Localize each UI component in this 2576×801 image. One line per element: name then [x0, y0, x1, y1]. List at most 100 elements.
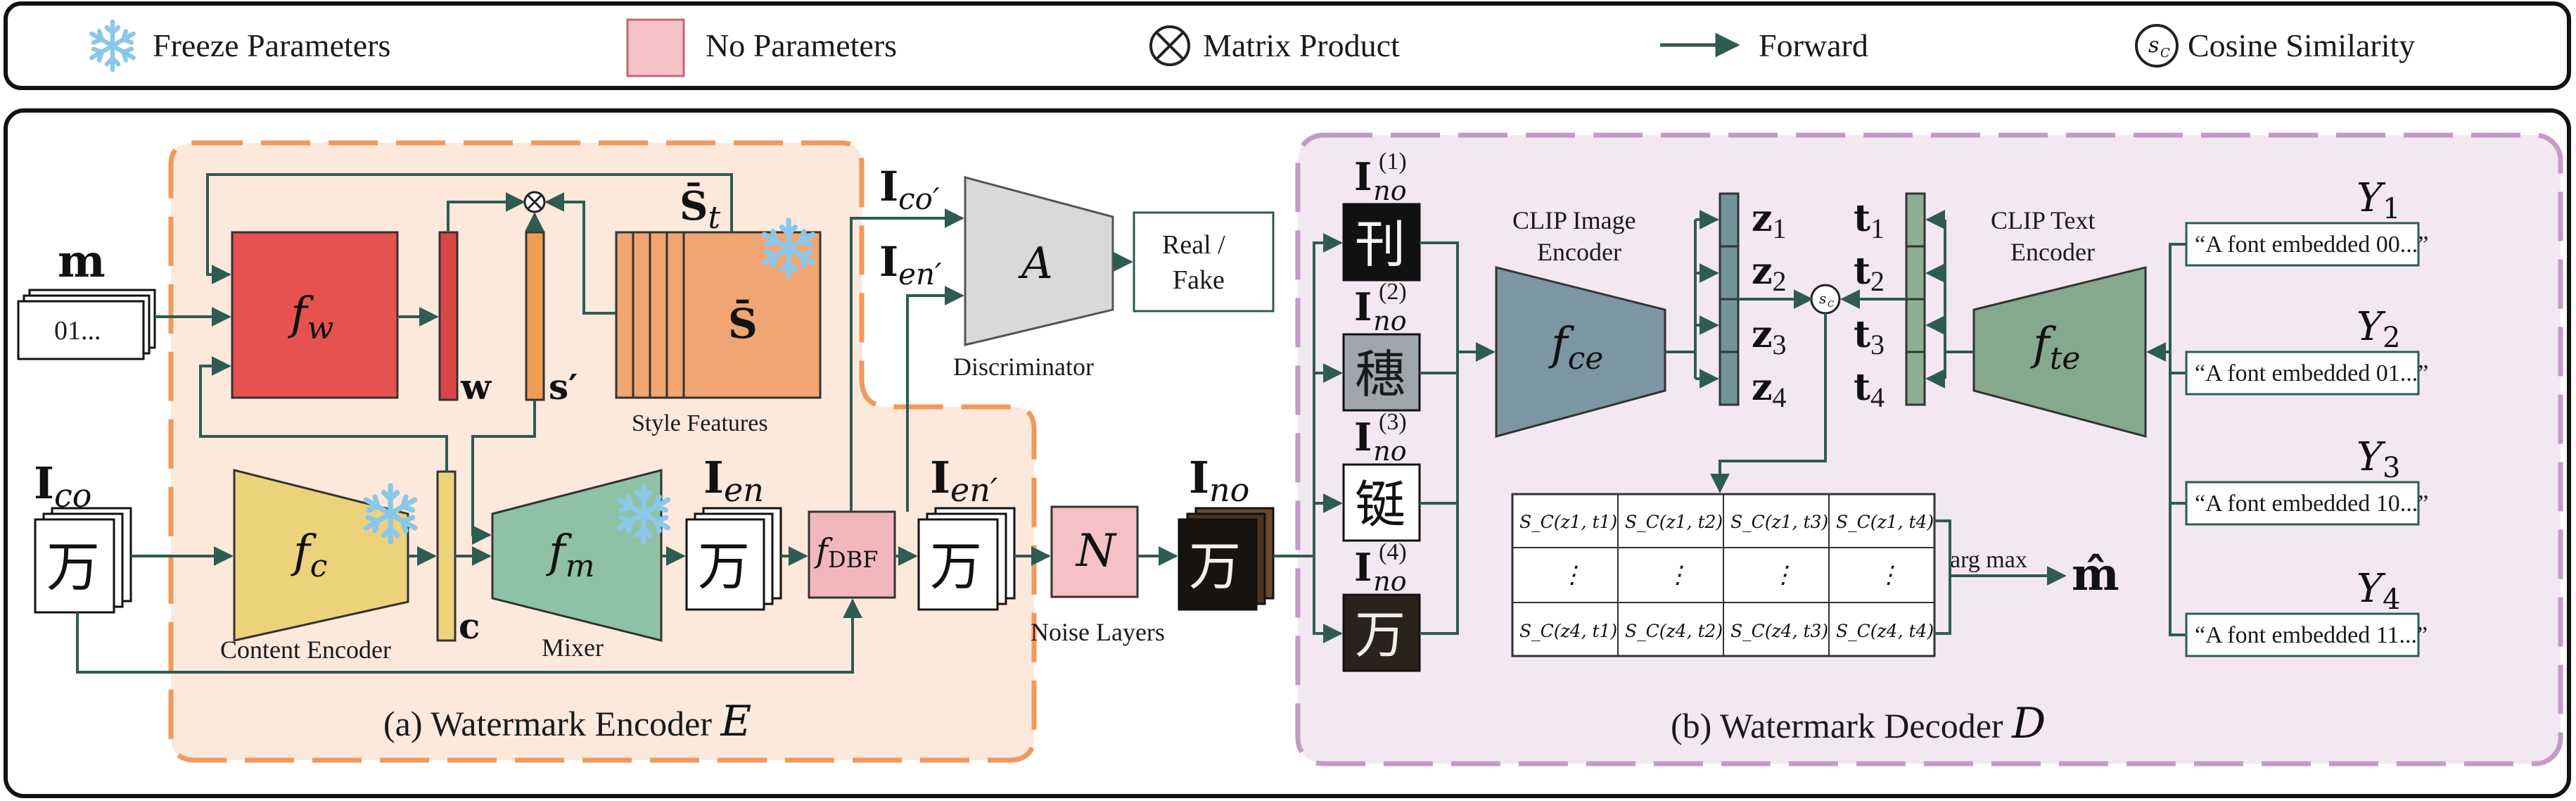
dec-in1-glyph: 刊 — [1355, 215, 1405, 274]
decoder-title: (b) Watermark Decoder D — [1671, 699, 2046, 748]
z4-label: z4 — [1752, 366, 1787, 413]
matrix-cells: S_C(z1, t1) S_C(z1, t2) S_C(z1, t3) S_C(… — [1519, 512, 1934, 641]
matrix-cell: S_C(z4, t3) — [1730, 621, 1828, 641]
fw-block — [231, 231, 399, 399]
m-label: m — [58, 235, 106, 288]
Ien-label: Ien — [703, 452, 764, 509]
encoder-title: (a) Watermark Encoder E — [383, 697, 751, 746]
Y4-label: Y4 — [2357, 566, 2400, 616]
t-bar — [1905, 192, 1926, 406]
t1-label: t1 — [1854, 197, 1885, 244]
Ico-glyph: 万 — [46, 536, 100, 598]
clip-img-caption-2: Encoder — [1537, 238, 1621, 266]
Ico-image-stack: 万 — [34, 507, 132, 614]
content-encoder-caption: Content Encoder — [220, 636, 391, 664]
s-prime-label: s′ — [549, 366, 578, 408]
discriminator-caption: Discriminator — [953, 353, 1094, 381]
cosine-node-c: C — [1828, 299, 1834, 309]
matrix-cell: ⋮ — [1666, 561, 1690, 589]
t3-label: t3 — [1854, 313, 1885, 360]
clip-image-encoder-block — [1495, 266, 1666, 438]
real-fake-line1: Real / — [1162, 230, 1225, 260]
dec-in3-sup: (3) — [1379, 409, 1407, 435]
legend-freeze-label: Freeze Parameters — [153, 27, 390, 63]
argmax-label: arg max — [1950, 547, 2027, 573]
cosine-node-s: s — [1819, 290, 1826, 307]
style-features-caption: Style Features — [632, 410, 768, 436]
dec-in2-label: Ino — [1354, 284, 1407, 336]
t2-label: t2 — [1854, 250, 1885, 297]
matrix-cell: S_C(z1, t1) — [1519, 512, 1617, 532]
dec-in2-glyph: 穗 — [1355, 345, 1405, 404]
Ienp-glyph: 万 — [930, 536, 982, 597]
Y1-label: Y1 — [2357, 175, 2400, 225]
A-label: A — [1018, 237, 1053, 289]
clip-text-encoder-block — [1972, 266, 2147, 438]
Ienp-image-stack: 万 — [917, 507, 1016, 611]
matrix-product-icon — [1149, 25, 1190, 66]
Ien-image-stack: 万 — [685, 507, 782, 611]
Ienp-label: Ien′ — [930, 452, 998, 509]
matrix-cell: S_C(z1, t4) — [1836, 512, 1934, 532]
mixer-caption: Mixer — [542, 633, 604, 662]
legend: Freeze Parameters No Parameters Matrix P… — [4, 1, 2571, 90]
fce-label: fce — [1548, 318, 1603, 377]
matrix-cell: S_C(z4, t4) — [1836, 621, 1934, 641]
matrix-cell: ⋮ — [1877, 561, 1901, 589]
m-value: 01... — [54, 316, 101, 346]
matrix-cell: ⋮ — [1560, 561, 1584, 589]
decoder-input-4: Ino (4) 万 — [1342, 539, 1421, 672]
m-input: m 01... — [17, 235, 156, 360]
w-label: w — [460, 366, 492, 408]
dec-in1-sup: (1) — [1379, 149, 1407, 175]
cosine-icon-c: C — [2160, 46, 2170, 61]
c-bar — [436, 470, 457, 642]
style-S-label: S̄ — [728, 298, 758, 348]
Y2-label: Y2 — [2357, 304, 2400, 354]
prompt-2-text: “A font embedded 01...” — [2195, 360, 2428, 386]
z-bar — [1719, 192, 1740, 406]
cosine-similarity-node: s C — [1810, 284, 1841, 315]
prompt-1-text: “A font embedded 00...” — [2195, 232, 2428, 258]
dec-in3-label: Ino — [1354, 415, 1407, 467]
no-params-swatch-icon — [626, 18, 685, 77]
clip-txt-caption-2: Encoder — [2010, 238, 2095, 266]
dec-in4-label: Ino — [1354, 545, 1407, 597]
legend-no-params-label: No Parameters — [706, 27, 897, 63]
N-label: N — [1075, 525, 1117, 577]
encoder-arrows — [76, 173, 1178, 674]
Ien-glyph: 万 — [698, 536, 750, 597]
noise-layers-block — [1050, 505, 1139, 598]
c-label: c — [459, 605, 480, 647]
similarity-matrix — [1511, 493, 1936, 657]
dec-in2-sup: (2) — [1379, 279, 1407, 305]
fc-label: fc — [291, 526, 327, 584]
decoder-arrows — [1273, 210, 2186, 643]
matrix-cell: ⋮ — [1771, 561, 1795, 589]
Ino-glyph: 万 — [1189, 536, 1241, 597]
decoder-input-3: Ino (3) 铤 — [1342, 409, 1421, 542]
matrix-cell: S_C(z4, t1) — [1519, 621, 1617, 641]
z2-label: z2 — [1752, 250, 1787, 297]
prompt-4: Y4 “A font embedded 11...” — [2185, 566, 2428, 657]
w-bar — [438, 231, 459, 401]
prompt-1: Y1 “A font embedded 00...” — [2185, 175, 2428, 267]
real-fake-line2: Fake — [1173, 265, 1225, 295]
dec-in1-label: Ino — [1354, 154, 1407, 206]
fm-label: fm — [546, 526, 594, 584]
legend-matrix-label: Matrix Product — [1203, 27, 1400, 63]
Y3-label: Y3 — [2357, 434, 2400, 484]
s-bar-t-label: S̄t — [680, 182, 720, 236]
z3-label: z3 — [1752, 313, 1787, 360]
discriminator-block — [964, 176, 1114, 346]
fdbf-block — [808, 510, 896, 599]
decoder-input-2: Ino (2) 穗 — [1342, 279, 1421, 412]
legend-cosine-label: Cosine Similarity — [2188, 27, 2415, 63]
legend-forward-label: Forward — [1759, 27, 1868, 63]
t4-label: t4 — [1854, 366, 1885, 413]
Ino-image-stack: 万 — [1178, 507, 1275, 611]
dec-in3-glyph: 铤 — [1355, 475, 1405, 534]
mixer-block — [491, 469, 663, 642]
disc-input2-label: Ien′ — [879, 238, 942, 291]
